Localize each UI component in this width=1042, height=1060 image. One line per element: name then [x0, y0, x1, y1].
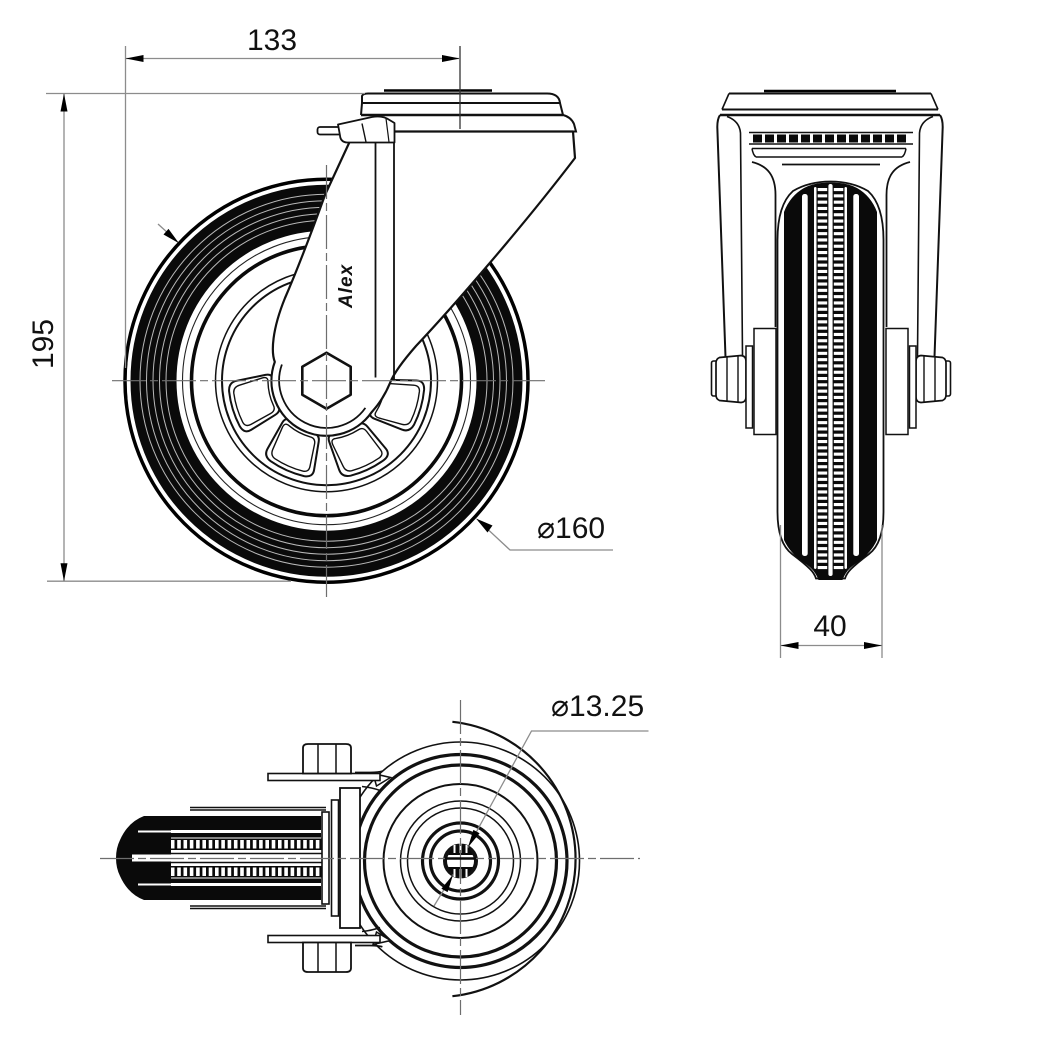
svg-text:133: 133 — [247, 24, 297, 57]
svg-text:40: 40 — [813, 610, 846, 643]
svg-text:195: 195 — [27, 319, 60, 369]
svg-text:⌀160: ⌀160 — [537, 512, 605, 545]
svg-text:Alex: Alex — [336, 263, 357, 309]
svg-text:⌀13.25: ⌀13.25 — [551, 690, 644, 723]
